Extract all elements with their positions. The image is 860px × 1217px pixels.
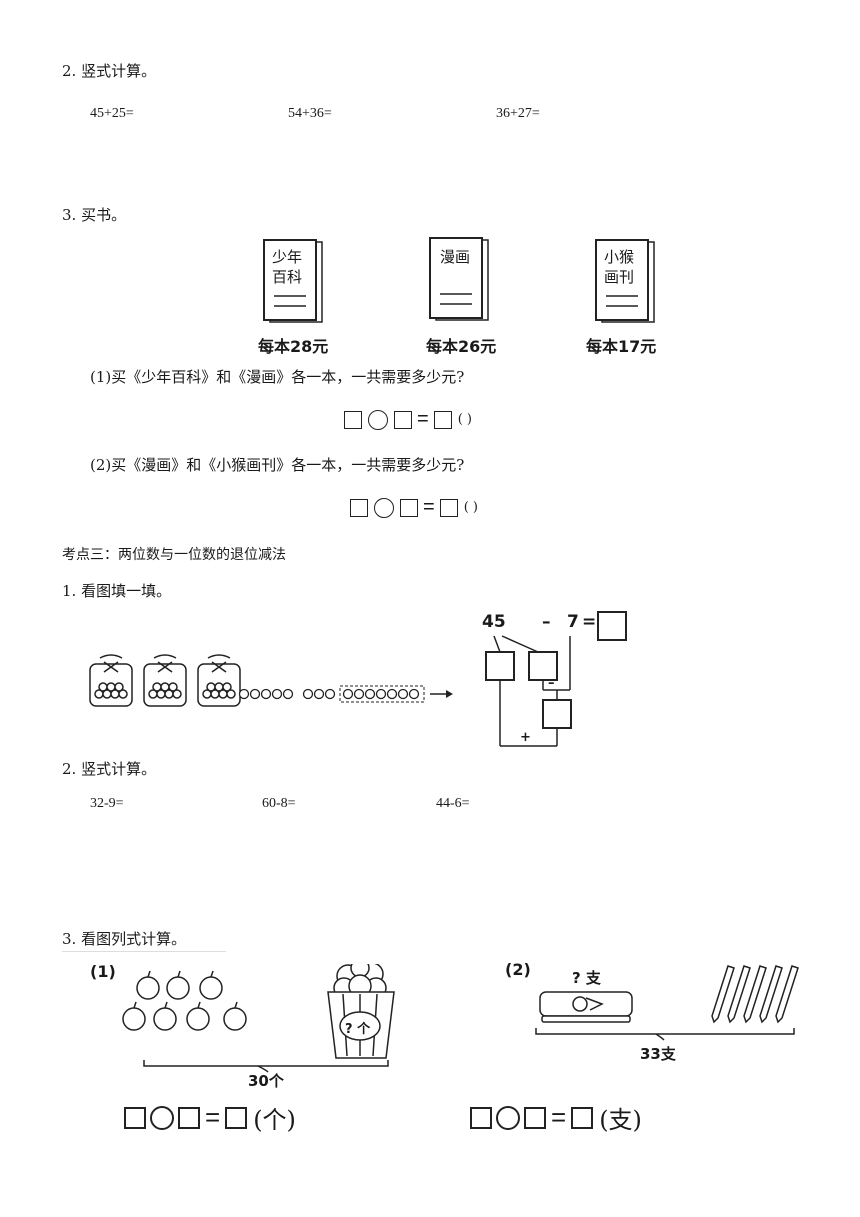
divider <box>62 951 226 952</box>
book-price-1: 每本28元 <box>258 337 329 356</box>
equals-sign: = <box>417 408 429 430</box>
result-box <box>597 611 627 641</box>
operator-circle[interactable] <box>150 1105 174 1130</box>
diagram-minuend: 45 <box>482 612 506 632</box>
answer-box[interactable] <box>571 1106 594 1129</box>
jars-beads-picture <box>89 654 453 707</box>
apple-icons <box>122 970 247 1031</box>
loose-beads <box>238 688 420 700</box>
answer-equation-2: = ( ) <box>350 496 478 519</box>
basket-question-label: ? 个 <box>345 1022 371 1037</box>
book-icon <box>595 239 655 323</box>
operator-circle[interactable] <box>374 497 394 518</box>
book-icon <box>429 237 489 321</box>
vertical-calc-expr-3: 44-6= <box>436 796 470 811</box>
answer-box[interactable] <box>350 498 368 517</box>
difference-box <box>542 699 572 729</box>
part-3-title: 3. 看图列式计算。 <box>62 930 187 948</box>
equals-sign: = <box>551 1102 567 1132</box>
diagram-equals: = <box>582 612 597 632</box>
answer-box[interactable] <box>124 1106 146 1129</box>
book-icon <box>263 239 323 323</box>
pencils-picture <box>535 965 799 1041</box>
answer-box[interactable] <box>344 410 362 429</box>
jar-icon <box>143 654 187 707</box>
apples-total-label: 30个 <box>248 1072 284 1090</box>
decomposition-diagram <box>485 611 627 747</box>
part-2-title: 2. 竖式计算。 <box>62 760 157 778</box>
jar-icon <box>89 654 133 707</box>
pencil-icons <box>711 965 799 1024</box>
jar-icon <box>197 654 241 707</box>
answer-box[interactable] <box>524 1106 546 1129</box>
answer-box[interactable] <box>433 410 452 429</box>
sub-part-2-label: (2) <box>505 960 531 979</box>
equals-sign: = <box>205 1102 221 1132</box>
book-price-3: 每本17元 <box>586 337 657 356</box>
section-3-title: 3. 买书。 <box>62 206 127 224</box>
dashed-selection <box>339 685 425 703</box>
question-1: (1)买《少年百科》和《漫画》各一本，一共需要多少元? <box>90 368 465 386</box>
operator-circle[interactable] <box>368 409 388 430</box>
vertical-calc-expr-2: 54+36= <box>288 106 332 121</box>
apples-picture <box>122 964 395 1073</box>
book-price-2: 每本26元 <box>426 337 497 356</box>
basket-icon <box>327 964 395 1059</box>
book-cover-title-line2: 百科 <box>272 268 303 286</box>
part-1-title: 1. 看图填一填。 <box>62 582 172 600</box>
arrow-icon <box>446 690 453 698</box>
answer-box[interactable] <box>225 1106 248 1129</box>
question-2: (2)买《漫画》和《小猴画刊》各一本，一共需要多少元? <box>90 456 465 474</box>
section-2-title: 2. 竖式计算。 <box>62 62 157 80</box>
kaodian-3-heading: 考点三：两位数与一位数的退位减法 <box>62 547 286 563</box>
vertical-calc-expr-2: 60-8= <box>262 796 296 811</box>
pencil-box-question-label: ? 支 <box>572 969 601 987</box>
book-manhua: 漫画 <box>428 236 492 324</box>
answer-box[interactable] <box>439 498 458 517</box>
vertical-calc-expr-3: 36+27= <box>496 106 540 121</box>
book-cover-title-line1: 小猴 <box>604 248 635 266</box>
unit-paren: ( ) <box>463 500 478 515</box>
answer-box[interactable] <box>178 1106 200 1129</box>
diagram-subtrahend: 7 <box>567 612 579 632</box>
unit-label: (支) <box>599 1106 642 1134</box>
answer-box[interactable] <box>470 1106 492 1129</box>
answer-box[interactable] <box>400 498 418 517</box>
answer-equation-pencils: = (支) <box>470 1100 642 1135</box>
answer-equation-1: = ( ) <box>344 408 472 431</box>
unit-label: (个) <box>253 1106 296 1134</box>
answer-box[interactable] <box>394 410 412 429</box>
pencil-case-icon <box>539 991 633 1023</box>
diagram-minus: – <box>542 612 551 632</box>
operator-circle[interactable] <box>496 1105 520 1130</box>
vertical-calc-expr-1: 32-9= <box>90 796 124 811</box>
vertical-calc-expr-1: 45+25= <box>90 106 134 121</box>
answer-equation-apples: = (个) <box>124 1100 296 1135</box>
book-shaonian-baike: 少年 百科 <box>262 238 326 326</box>
tens-box <box>485 651 515 681</box>
diagram-minus-small: – <box>548 676 555 691</box>
book-cover-title-line2: 画刊 <box>604 268 635 286</box>
book-cover-title-line1: 少年 <box>272 248 303 266</box>
diagram-plus-small: + <box>520 730 531 745</box>
pencils-total-label: 33支 <box>640 1045 676 1063</box>
book-xiaohou-huakan: 小猴 画刊 <box>594 238 658 326</box>
ones-box <box>528 651 558 681</box>
book-cover-title-line1: 漫画 <box>440 248 471 266</box>
unit-paren: ( ) <box>457 412 472 427</box>
equals-sign: = <box>423 496 435 518</box>
sub-part-1-label: (1) <box>90 962 116 981</box>
